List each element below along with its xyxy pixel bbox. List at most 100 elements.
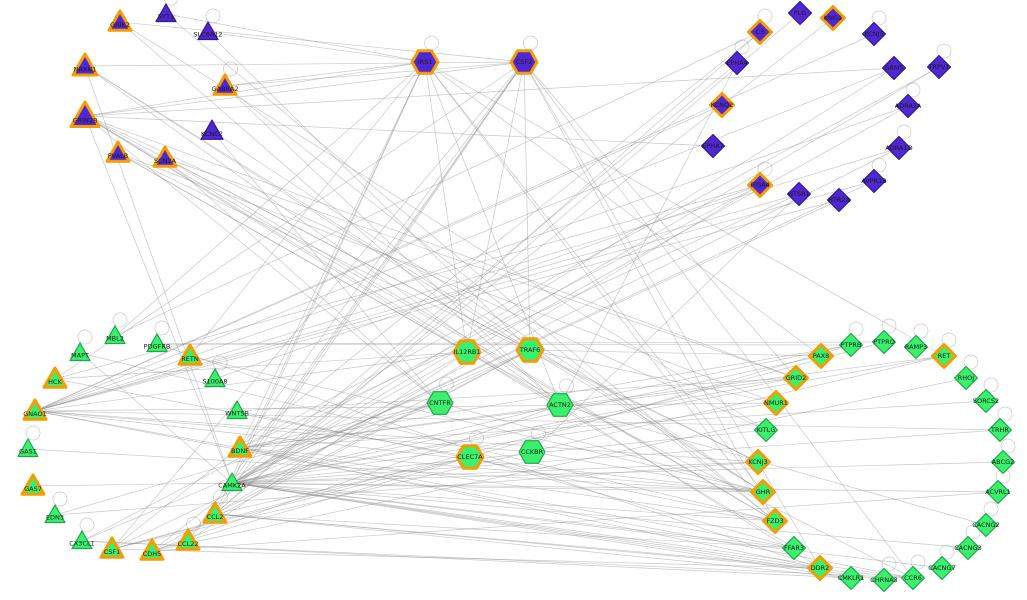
node-KCNQ2[interactable] [709, 92, 735, 118]
node-CDH5[interactable] [139, 538, 165, 561]
node-CMKLR1[interactable] [838, 565, 864, 591]
edge-KCNC2-CNTFR [211, 130, 441, 404]
edge-S100A8-ITGA4 [214, 184, 761, 380]
edge-IRS1-FZD3 [424, 61, 776, 522]
node-CCL22[interactable] [175, 528, 201, 551]
node-GHR[interactable] [750, 479, 776, 505]
node-SLC6A12[interactable] [197, 21, 219, 41]
edge-CAMK2A-ACVRL1 [231, 482, 999, 493]
edge-GABRA2-FZD3 [224, 85, 776, 522]
node-RETN[interactable] [177, 343, 203, 366]
node-PTPRO[interactable] [871, 329, 897, 355]
selfloop-CCKBR [531, 425, 546, 441]
node-ITGA4[interactable] [747, 172, 773, 198]
node-FFAR3[interactable] [781, 535, 807, 561]
node-ACTN2[interactable] [546, 393, 574, 417]
node-IRS1[interactable] [410, 49, 440, 75]
node-GABRA2[interactable] [212, 73, 238, 96]
node-SORCS2[interactable] [973, 388, 999, 414]
node-GAS7[interactable] [20, 473, 46, 496]
node-ACVRL1[interactable] [985, 479, 1011, 505]
node-CCR6[interactable] [900, 565, 926, 591]
node-KCNC2[interactable] [200, 119, 224, 140]
node-EDN3[interactable] [44, 504, 66, 524]
edge-CAMK2A-TRHR [231, 429, 1001, 484]
node-KCNJ5[interactable] [861, 21, 887, 47]
edge-GABRA2-ACTN2 [224, 85, 561, 406]
node-ABCG2[interactable] [990, 449, 1016, 475]
node-MBL2[interactable] [104, 325, 126, 345]
node-TRAF6[interactable] [515, 337, 545, 363]
node-CACNG3[interactable] [955, 535, 981, 561]
edge-CLEC7A-CCL2 [214, 456, 471, 515]
node-PVALB[interactable] [105, 140, 131, 163]
node-NRXN1[interactable] [71, 52, 99, 77]
node-MAPT[interactable] [69, 342, 91, 362]
node-CAMK2A[interactable] [221, 472, 243, 492]
node-HCK[interactable] [42, 366, 68, 389]
edge-SYT1-IRS1 [165, 13, 426, 63]
node-AVPR1B[interactable] [861, 168, 887, 194]
node-CLEC7A[interactable] [455, 444, 485, 470]
node-C3[interactable] [747, 19, 773, 45]
node-GRM5[interactable] [881, 55, 907, 81]
node-TRPV1[interactable] [926, 54, 952, 80]
edge-TRAF6-CSF1 [111, 349, 531, 550]
edge-MAPT-FZD3 [79, 352, 776, 522]
node-KCNJ3[interactable] [745, 449, 771, 475]
edge-IRS1-RET [424, 61, 945, 357]
node-CNTFR[interactable] [426, 391, 454, 415]
node-CX3CL1[interactable] [71, 530, 93, 550]
node-KITLG[interactable] [753, 417, 779, 443]
edge-ACTN2-CDH5 [151, 404, 561, 552]
node-CCL2[interactable] [202, 501, 228, 524]
edge-EDN3-KCNJ3 [54, 461, 759, 516]
edge-ACTN2-DDR2 [559, 404, 821, 569]
node-BDNF[interactable] [227, 435, 253, 458]
node-ADRA1D[interactable] [886, 135, 912, 161]
edge-CLEC7A-CSF1 [111, 456, 471, 550]
edge-CDH5-RHOJ [151, 377, 967, 552]
node-GNAO1[interactable] [22, 398, 48, 421]
node-SYT1[interactable] [155, 3, 177, 23]
node-GRIN2B[interactable] [69, 100, 101, 128]
node-NTSR1[interactable] [786, 181, 812, 207]
node-PAX8[interactable] [808, 343, 834, 369]
node-RAMP3[interactable] [903, 334, 929, 360]
selfloop-CCR6 [910, 554, 926, 570]
edge-GRIN2B-EPHA7 [84, 115, 714, 147]
node-S100A8[interactable] [204, 368, 226, 388]
node-HTR2A[interactable] [826, 187, 852, 213]
node-WNT5B[interactable] [226, 400, 248, 420]
node-EPHA4[interactable] [724, 50, 750, 76]
node-FZD3[interactable] [762, 508, 788, 534]
node-CACNG2[interactable] [973, 512, 999, 538]
node-GAS1[interactable] [17, 438, 39, 458]
node-KNG1[interactable] [820, 5, 846, 31]
edge-GRIK2-ACTN2 [119, 21, 561, 406]
edge-CX3CL1-CMKLR1 [81, 540, 852, 579]
node-RET[interactable] [931, 343, 957, 369]
node-CSF1[interactable] [99, 536, 125, 559]
selfloop-RAMP3 [913, 323, 929, 339]
node-EPHA7[interactable] [700, 133, 726, 159]
node-PLG[interactable] [787, 0, 813, 26]
node-IL12RB1[interactable] [452, 339, 482, 365]
node-TRHR[interactable] [987, 417, 1013, 443]
node-CACNG7[interactable] [929, 555, 955, 581]
node-PTPRB[interactable] [838, 332, 864, 358]
node-GRIK2[interactable] [107, 9, 133, 32]
node-RHOJ[interactable] [953, 365, 979, 391]
node-DDR2[interactable] [807, 555, 833, 581]
node-SCN2A[interactable] [152, 145, 178, 168]
node-CSF2[interactable] [509, 49, 539, 75]
node-ADRA2A[interactable] [895, 93, 921, 119]
node-NMUR1[interactable] [763, 390, 789, 416]
edge-BDNF-FZD3 [239, 447, 776, 522]
node-GRID2[interactable] [783, 365, 809, 391]
node-CCKBR[interactable] [518, 440, 546, 464]
node-CHRNA3[interactable] [871, 567, 897, 593]
node-PDGFRB[interactable] [146, 333, 168, 353]
selfloop-RHOJ [963, 354, 979, 370]
